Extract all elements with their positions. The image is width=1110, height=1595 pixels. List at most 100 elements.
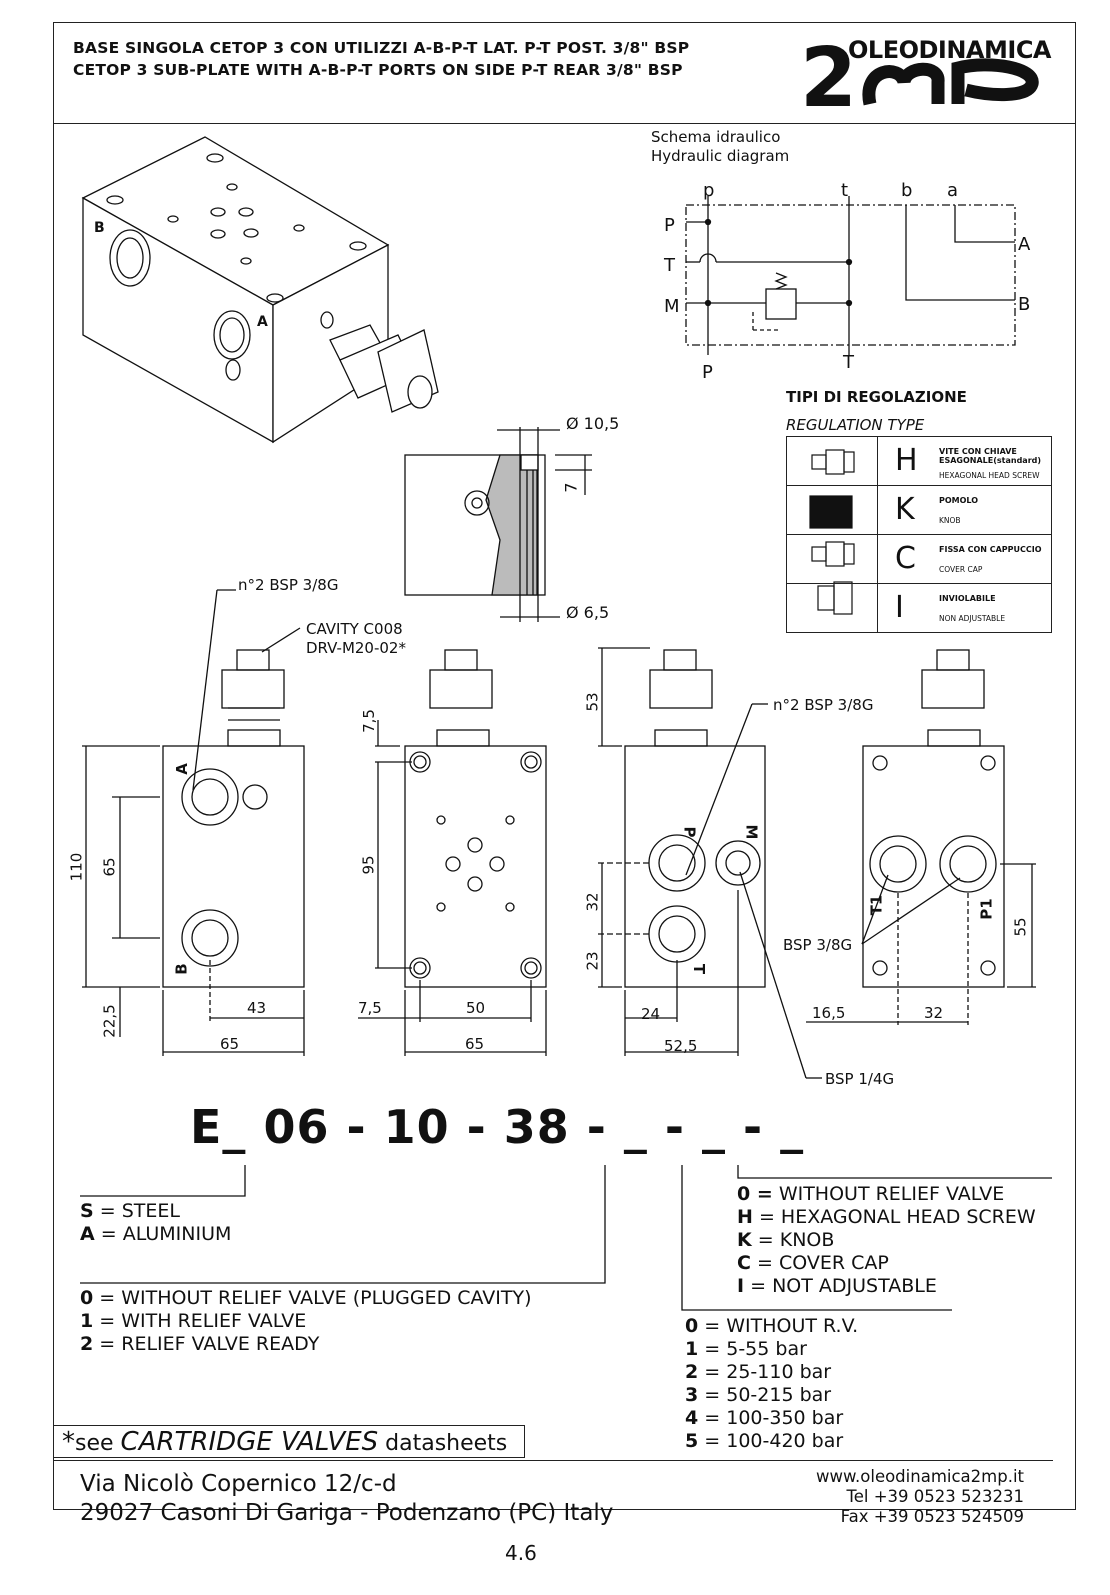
regulation-en: COVER CAP	[939, 565, 983, 574]
regulation-it: FISSA CON CAPPUCCIO	[939, 545, 1042, 554]
hydraulic-title-en: Hydraulic diagram	[651, 147, 790, 165]
port-t-top: t	[841, 180, 849, 201]
phone-number: Tel +39 0523 523231	[846, 1487, 1024, 1506]
logo-mark: 2	[800, 38, 1039, 110]
cartridge-valves-link[interactable]: CARTRIDGE VALVES	[120, 1427, 379, 1457]
port-p-top: p	[703, 180, 715, 201]
label-port-a: A	[172, 763, 191, 775]
regulation-it: INVIOLABILE	[939, 594, 996, 603]
dim-50: 50	[466, 999, 486, 1017]
title-italian: BASE SINGOLA CETOP 3 CON UTILIZZI A-B-P-…	[73, 39, 690, 57]
option-item: 0 = WITHOUT RELIEF VALVE	[737, 1183, 1005, 1205]
dim-52-5: 52,5	[664, 1037, 698, 1055]
code-bracket-lines	[80, 1165, 1052, 1311]
regulation-row-c: C FISSA CON CAPPUCCIO COVER CAP	[787, 535, 1051, 584]
company-contact: www.oleodinamica2mp.it Tel +39 0523 5232…	[816, 1467, 1024, 1527]
option-item: 2 = RELIEF VALVE READY	[80, 1333, 320, 1355]
option-item: C = COVER CAP	[737, 1252, 889, 1274]
option-item: 4 = 100-350 bar	[685, 1407, 844, 1429]
option-item: I = NOT ADJUSTABLE	[737, 1275, 937, 1297]
label-port-m: M	[742, 824, 761, 840]
label-port-p: P	[680, 826, 699, 838]
option-item: 3 = 50-215 bar	[685, 1384, 832, 1406]
regulation-subtitle: REGULATION TYPE	[786, 416, 925, 434]
regulation-icons	[809, 449, 855, 615]
regulation-table: H VITE CON CHIAVE ESAGONALE(standard) HE…	[786, 436, 1052, 633]
option-item: 1 = WITH RELIEF VALVE	[80, 1310, 307, 1332]
website-link[interactable]: www.oleodinamica2mp.it	[816, 1467, 1024, 1486]
dim-95: 95	[359, 855, 378, 875]
bsp-38-note: BSP 3/8G	[783, 936, 853, 954]
port-A: A	[1018, 234, 1031, 255]
regulation-letter: H	[895, 443, 918, 478]
view-side-ab	[82, 589, 305, 1056]
cavity-note-1: CAVITY C008	[306, 620, 403, 638]
dim-32-v3: 32	[583, 892, 602, 912]
view-side-pmt	[598, 647, 822, 1079]
dim-22-5: 22,5	[100, 1004, 119, 1038]
port-M: M	[664, 296, 680, 317]
dim-65-w1: 65	[220, 1035, 240, 1053]
dim-7-5-v2: 7,5	[359, 709, 378, 733]
pressure-options: 0 = WITHOUT R.V. 1 = 5-55 bar 2 = 25-110…	[685, 1315, 858, 1453]
svg-text:A: A	[257, 314, 268, 330]
hex-screw-icon	[787, 437, 878, 485]
option-item: 0 = WITHOUT R.V.	[685, 1315, 859, 1337]
option-item: S = STEEL	[80, 1200, 180, 1222]
valve-options: 0 = WITHOUT RELIEF VALVE (PLUGGED CAVITY…	[80, 1287, 532, 1356]
address-line-2: 29027 Casoni Di Gariga - Podenzano (PC) …	[80, 1500, 614, 1526]
regulation-letter: I	[895, 590, 904, 625]
dim-55: 55	[1011, 917, 1030, 937]
regulation-it: POMOLO	[939, 496, 979, 505]
bsp-note-2: n°2 BSP 3/8G	[773, 696, 874, 714]
dim-7: 7	[561, 482, 581, 493]
view-top-cetop	[358, 649, 547, 1056]
port-P-bottom: P	[702, 362, 713, 383]
title-english: CETOP 3 SUB-PLATE WITH A-B-P-T PORTS ON …	[73, 61, 683, 79]
hydraulic-title-it: Schema idraulico	[651, 128, 781, 146]
option-item: 0 = WITHOUT RELIEF VALVE (PLUGGED CAVITY…	[80, 1287, 532, 1309]
port-B: B	[1018, 294, 1031, 315]
footer-divider	[53, 1460, 1053, 1461]
dim-110: 110	[67, 852, 86, 882]
regulation-row-h: H VITE CON CHIAVE ESAGONALE(standard) HE…	[787, 437, 1051, 486]
cavity-note-2: DRV-M20-02*	[306, 639, 406, 657]
non-adjustable-icon	[787, 584, 878, 632]
option-item: A = ALUMINIUM	[80, 1223, 232, 1245]
regulation-row-i: I INVIOLABILE NON ADJUSTABLE	[787, 584, 1051, 632]
view-rear-t1p1	[806, 649, 1036, 1025]
dim-24: 24	[641, 1005, 661, 1023]
label-port-t1: T1	[867, 894, 886, 916]
section-view	[404, 427, 592, 622]
label-port-t: T	[690, 963, 709, 975]
dim-7-5-w2: 7,5	[358, 999, 382, 1017]
order-code: E_ 06 - 10 - 38 - _ - _ - _	[190, 1100, 805, 1154]
datasheet-frame: BASE SINGOLA CETOP 3 CON UTILIZZI A-B-P-…	[53, 22, 1076, 1510]
cartridge-note: *see CARTRIDGE VALVES datasheets	[53, 1425, 525, 1458]
option-item: K = KNOB	[737, 1229, 835, 1251]
port-P: P	[664, 215, 675, 236]
option-item: 2 = 25-110 bar	[685, 1361, 832, 1383]
dim-32-w4: 32	[924, 1004, 944, 1022]
regulation-options: 0 = WITHOUT RELIEF VALVE H = HEXAGONAL H…	[737, 1183, 1036, 1298]
option-item: 5 = 100-420 bar	[685, 1430, 844, 1452]
regulation-en: KNOB	[939, 516, 961, 525]
dim-65-v1: 65	[100, 857, 119, 877]
bsp-14-note: BSP 1/4G	[825, 1070, 895, 1088]
port-b-top: b	[901, 180, 913, 201]
port-T-bottom: T	[843, 352, 854, 373]
fax-number: Fax +39 0523 524509	[840, 1507, 1024, 1526]
company-address: Via Nicolò Copernico 12/c-d 29027 Casoni…	[80, 1470, 613, 1528]
label-port-p1: P1	[977, 898, 996, 920]
knob-icon	[787, 486, 878, 534]
regulation-letter: K	[895, 492, 915, 527]
option-item: H = HEXAGONAL HEAD SCREW	[737, 1206, 1036, 1228]
label-port-b: B	[172, 963, 191, 975]
dim-43: 43	[247, 999, 267, 1017]
dim-16-5: 16,5	[812, 1004, 846, 1022]
hydraulic-schematic	[685, 196, 1016, 355]
regulation-title: TIPI DI REGOLAZIONE	[786, 388, 967, 406]
dim-53: 53	[583, 692, 602, 712]
svg-text:2: 2	[800, 38, 857, 110]
